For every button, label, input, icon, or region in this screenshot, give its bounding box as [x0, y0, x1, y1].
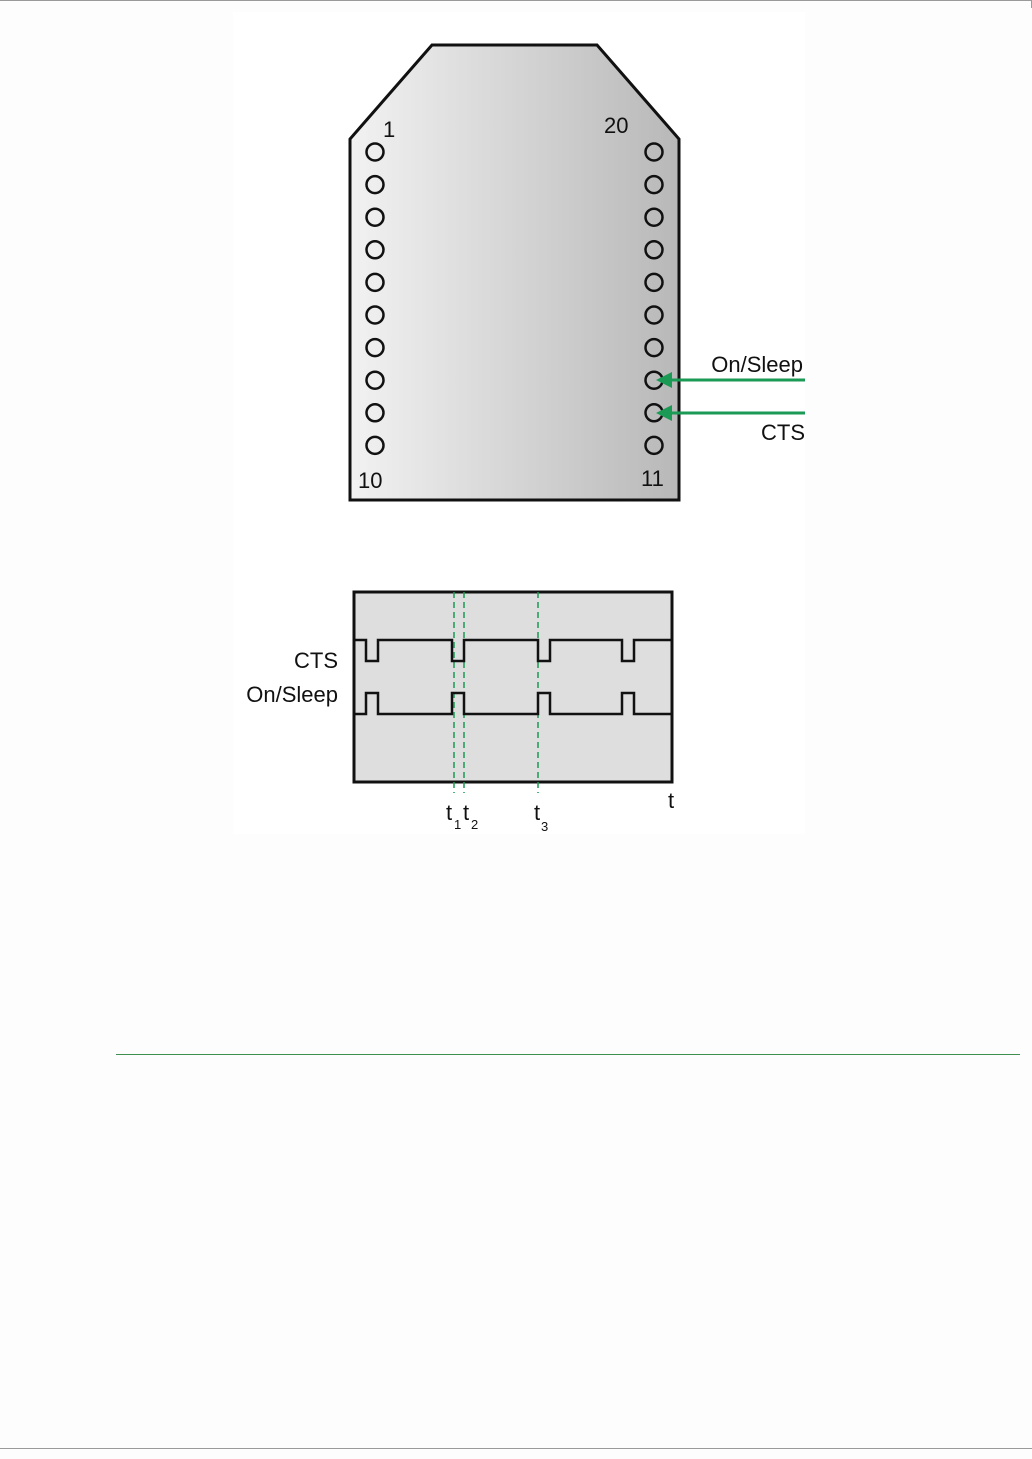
cts-signal-label: CTS: [294, 648, 338, 673]
pin-11-label: 11: [641, 466, 664, 491]
marker-t2-base: t: [463, 800, 469, 825]
footer-rule: [0, 1448, 1032, 1449]
marker-t1-sub: 1: [454, 817, 461, 832]
marker-t1-base: t: [446, 800, 452, 825]
pin-20-label: 20: [604, 113, 628, 138]
timing-frame: [354, 592, 672, 782]
marker-t2-sub: 2: [471, 817, 478, 832]
marker-t3-sub: 3: [541, 819, 548, 834]
marker-t3-base: t: [534, 800, 540, 825]
pin-10-label: 10: [358, 468, 382, 493]
on-sleep-signal-label: On/Sleep: [246, 682, 338, 707]
pin-1-label: 1: [383, 117, 395, 142]
module-outline: [350, 45, 679, 500]
on-sleep-label: On/Sleep: [711, 352, 803, 377]
time-axis-label: t: [668, 788, 674, 813]
cts-label: CTS: [761, 420, 805, 445]
figure: 1 20 10 11 On/Sleep CTS CTS On/Sleep t 1…: [0, 0, 1032, 860]
section-divider: [116, 1054, 1020, 1055]
